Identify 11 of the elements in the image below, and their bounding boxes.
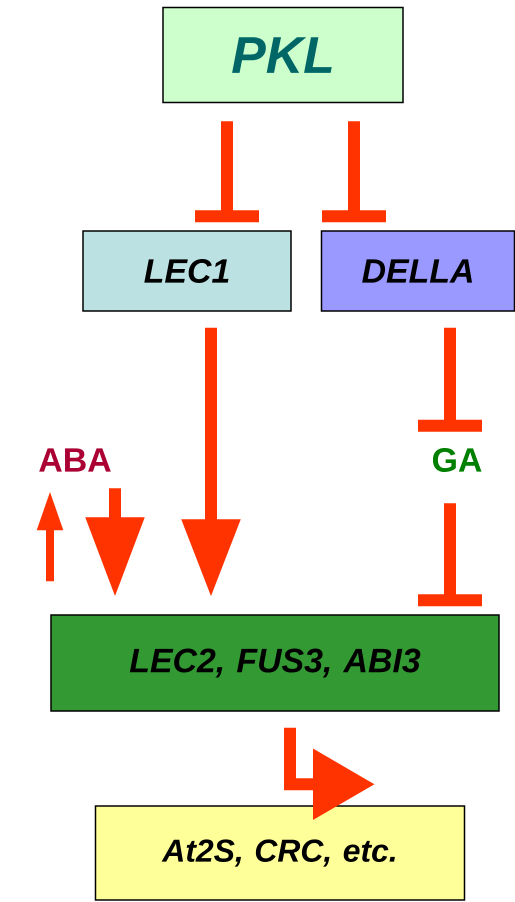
gene-box: LEC2, FUS3, ABI3 [50, 614, 500, 712]
target-gene-box: At2S, CRC, etc. [94, 805, 466, 901]
hormone-label: ABA [39, 448, 111, 472]
gene-box: DELLA [320, 230, 515, 312]
inhibition-arrow [418, 503, 482, 606]
hormone-label: GA [432, 448, 482, 472]
gene-box: LEC1 [82, 230, 292, 312]
inhibition-arrow [322, 121, 386, 222]
inhibition-arrow [418, 328, 482, 432]
gene-box: PKL [162, 6, 404, 104]
inhibition-arrow [195, 121, 259, 222]
